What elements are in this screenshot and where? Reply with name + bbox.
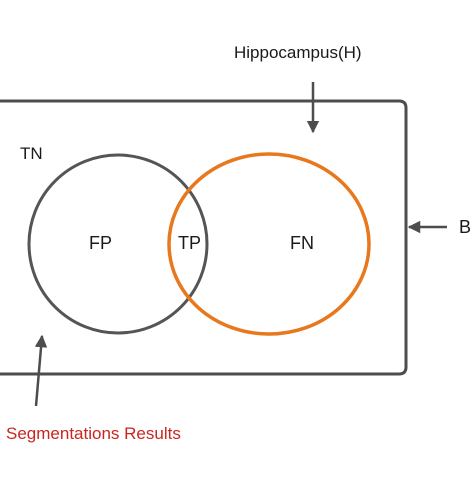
hippocampus-circle — [167, 152, 371, 336]
segmentation-circle — [27, 153, 209, 335]
hippocampus-label: Hippocampus(H) — [234, 43, 362, 62]
segmentation-results-label: Segmentations Results — [6, 424, 181, 443]
segmentation-arrow — [34, 334, 48, 407]
false-positive-label: FP — [89, 233, 112, 253]
false-negative-label: FN — [290, 233, 314, 253]
true-negative-label: TN — [20, 144, 43, 163]
background-label: B — [459, 217, 471, 237]
true-positive-label: TP — [178, 233, 201, 253]
background-box — [0, 99, 408, 376]
